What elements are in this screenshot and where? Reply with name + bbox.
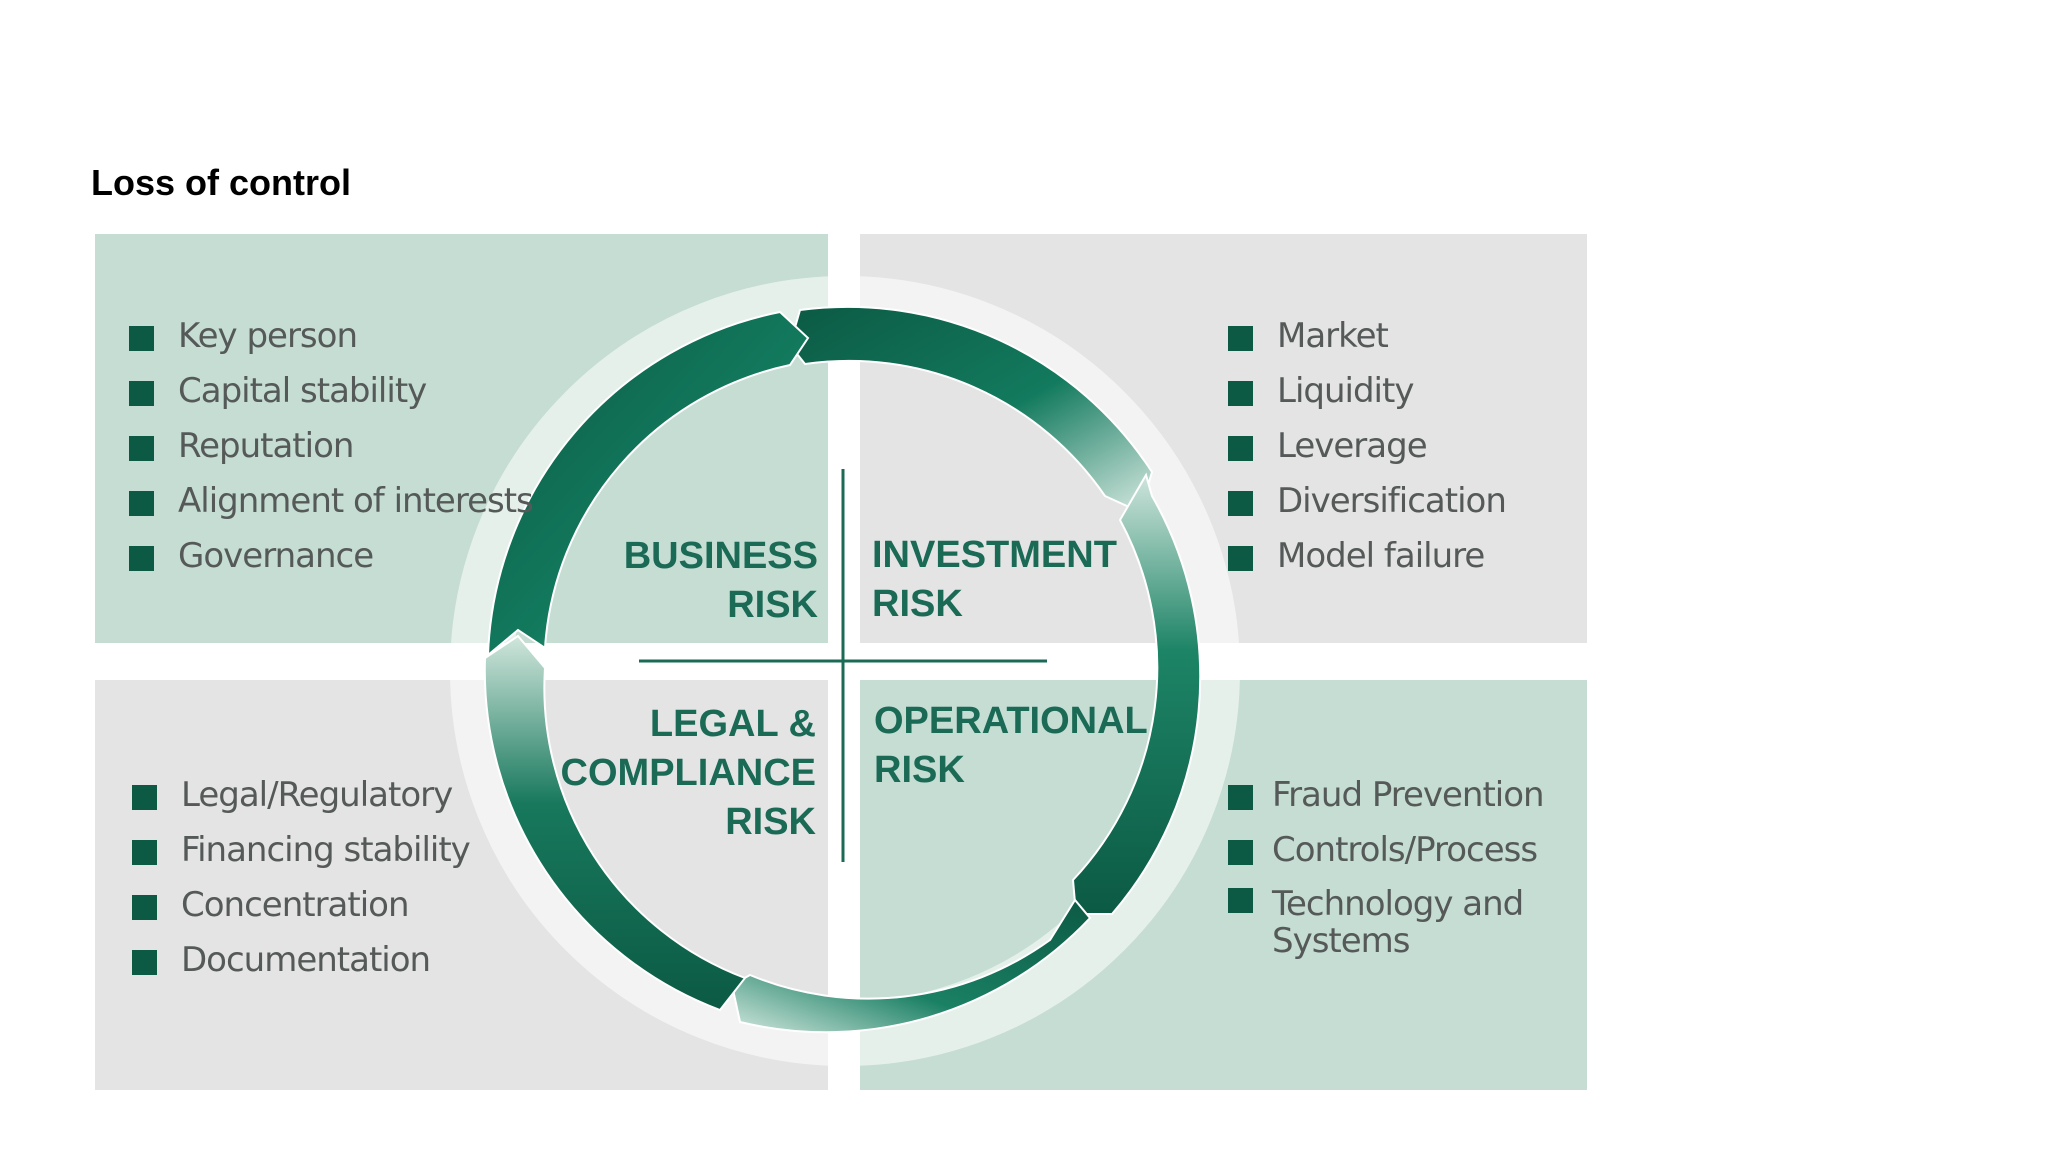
- bullet-square-icon: [132, 895, 157, 920]
- bullet-square-icon: [129, 436, 154, 461]
- list-item: Technology and Systems: [1228, 878, 1562, 960]
- bullet-square-icon: [129, 546, 154, 571]
- bullet-square-icon: [129, 491, 154, 516]
- bullet-square-icon: [129, 326, 154, 351]
- operational-risk-label: OPERATIONAL RISK: [874, 700, 1148, 791]
- list-item: Leverage: [1228, 419, 1506, 474]
- list-item: Governance: [129, 529, 533, 584]
- list-item: Legal/Regulatory: [132, 768, 470, 823]
- cycle-arrow-left: [483, 634, 747, 1012]
- list-item: Liquidity: [1228, 364, 1506, 419]
- list-item: Reputation: [129, 419, 533, 474]
- bullet-square-icon: [1228, 436, 1253, 461]
- list-item: Documentation: [132, 933, 470, 988]
- legal-compliance-risk-label: LEGAL & COMPLIANCE RISK: [560, 703, 816, 843]
- bullet-square-icon: [1228, 785, 1253, 810]
- list-item: Model failure: [1228, 529, 1506, 584]
- bullet-square-icon: [1228, 491, 1253, 516]
- bullet-square-icon: [1228, 546, 1253, 571]
- bullet-square-icon: [1228, 381, 1253, 406]
- page-title: Loss of control: [91, 162, 351, 203]
- operational-risk-list: Fraud Prevention Controls/Process Techno…: [1228, 768, 1562, 960]
- investment-risk-label: INVESTMENT RISK: [872, 534, 1117, 625]
- cycle-arrow-left-upper: [486, 310, 810, 658]
- list-item: Market: [1228, 309, 1506, 364]
- legal-compliance-risk-list: Legal/Regulatory Financing stability Con…: [132, 768, 471, 988]
- list-item: Controls/Process: [1228, 823, 1562, 878]
- bullet-square-icon: [129, 381, 154, 406]
- list-item: Concentration: [132, 878, 470, 933]
- bullet-square-icon: [1228, 326, 1253, 351]
- list-item: Fraud Prevention: [1228, 768, 1562, 823]
- investment-risk-list: Market Liquidity Leverage Diversificatio…: [1228, 309, 1507, 584]
- bullet-square-icon: [132, 785, 157, 810]
- bullet-square-icon: [1228, 840, 1253, 865]
- bullet-square-icon: [132, 840, 157, 865]
- bullet-square-icon: [132, 950, 157, 975]
- list-item: Key person: [129, 309, 533, 364]
- business-risk-list: Key person Capital stability Reputation …: [129, 309, 534, 584]
- bullet-square-icon: [1228, 888, 1253, 913]
- cycle-arrow-bottom: [730, 898, 1092, 1034]
- list-item: Capital stability: [129, 364, 533, 419]
- list-item: Alignment of interests: [129, 474, 534, 529]
- list-item: Diversification: [1228, 474, 1507, 529]
- list-item: Financing stability: [132, 823, 471, 878]
- business-risk-label: BUSINESS RISK: [623, 535, 818, 626]
